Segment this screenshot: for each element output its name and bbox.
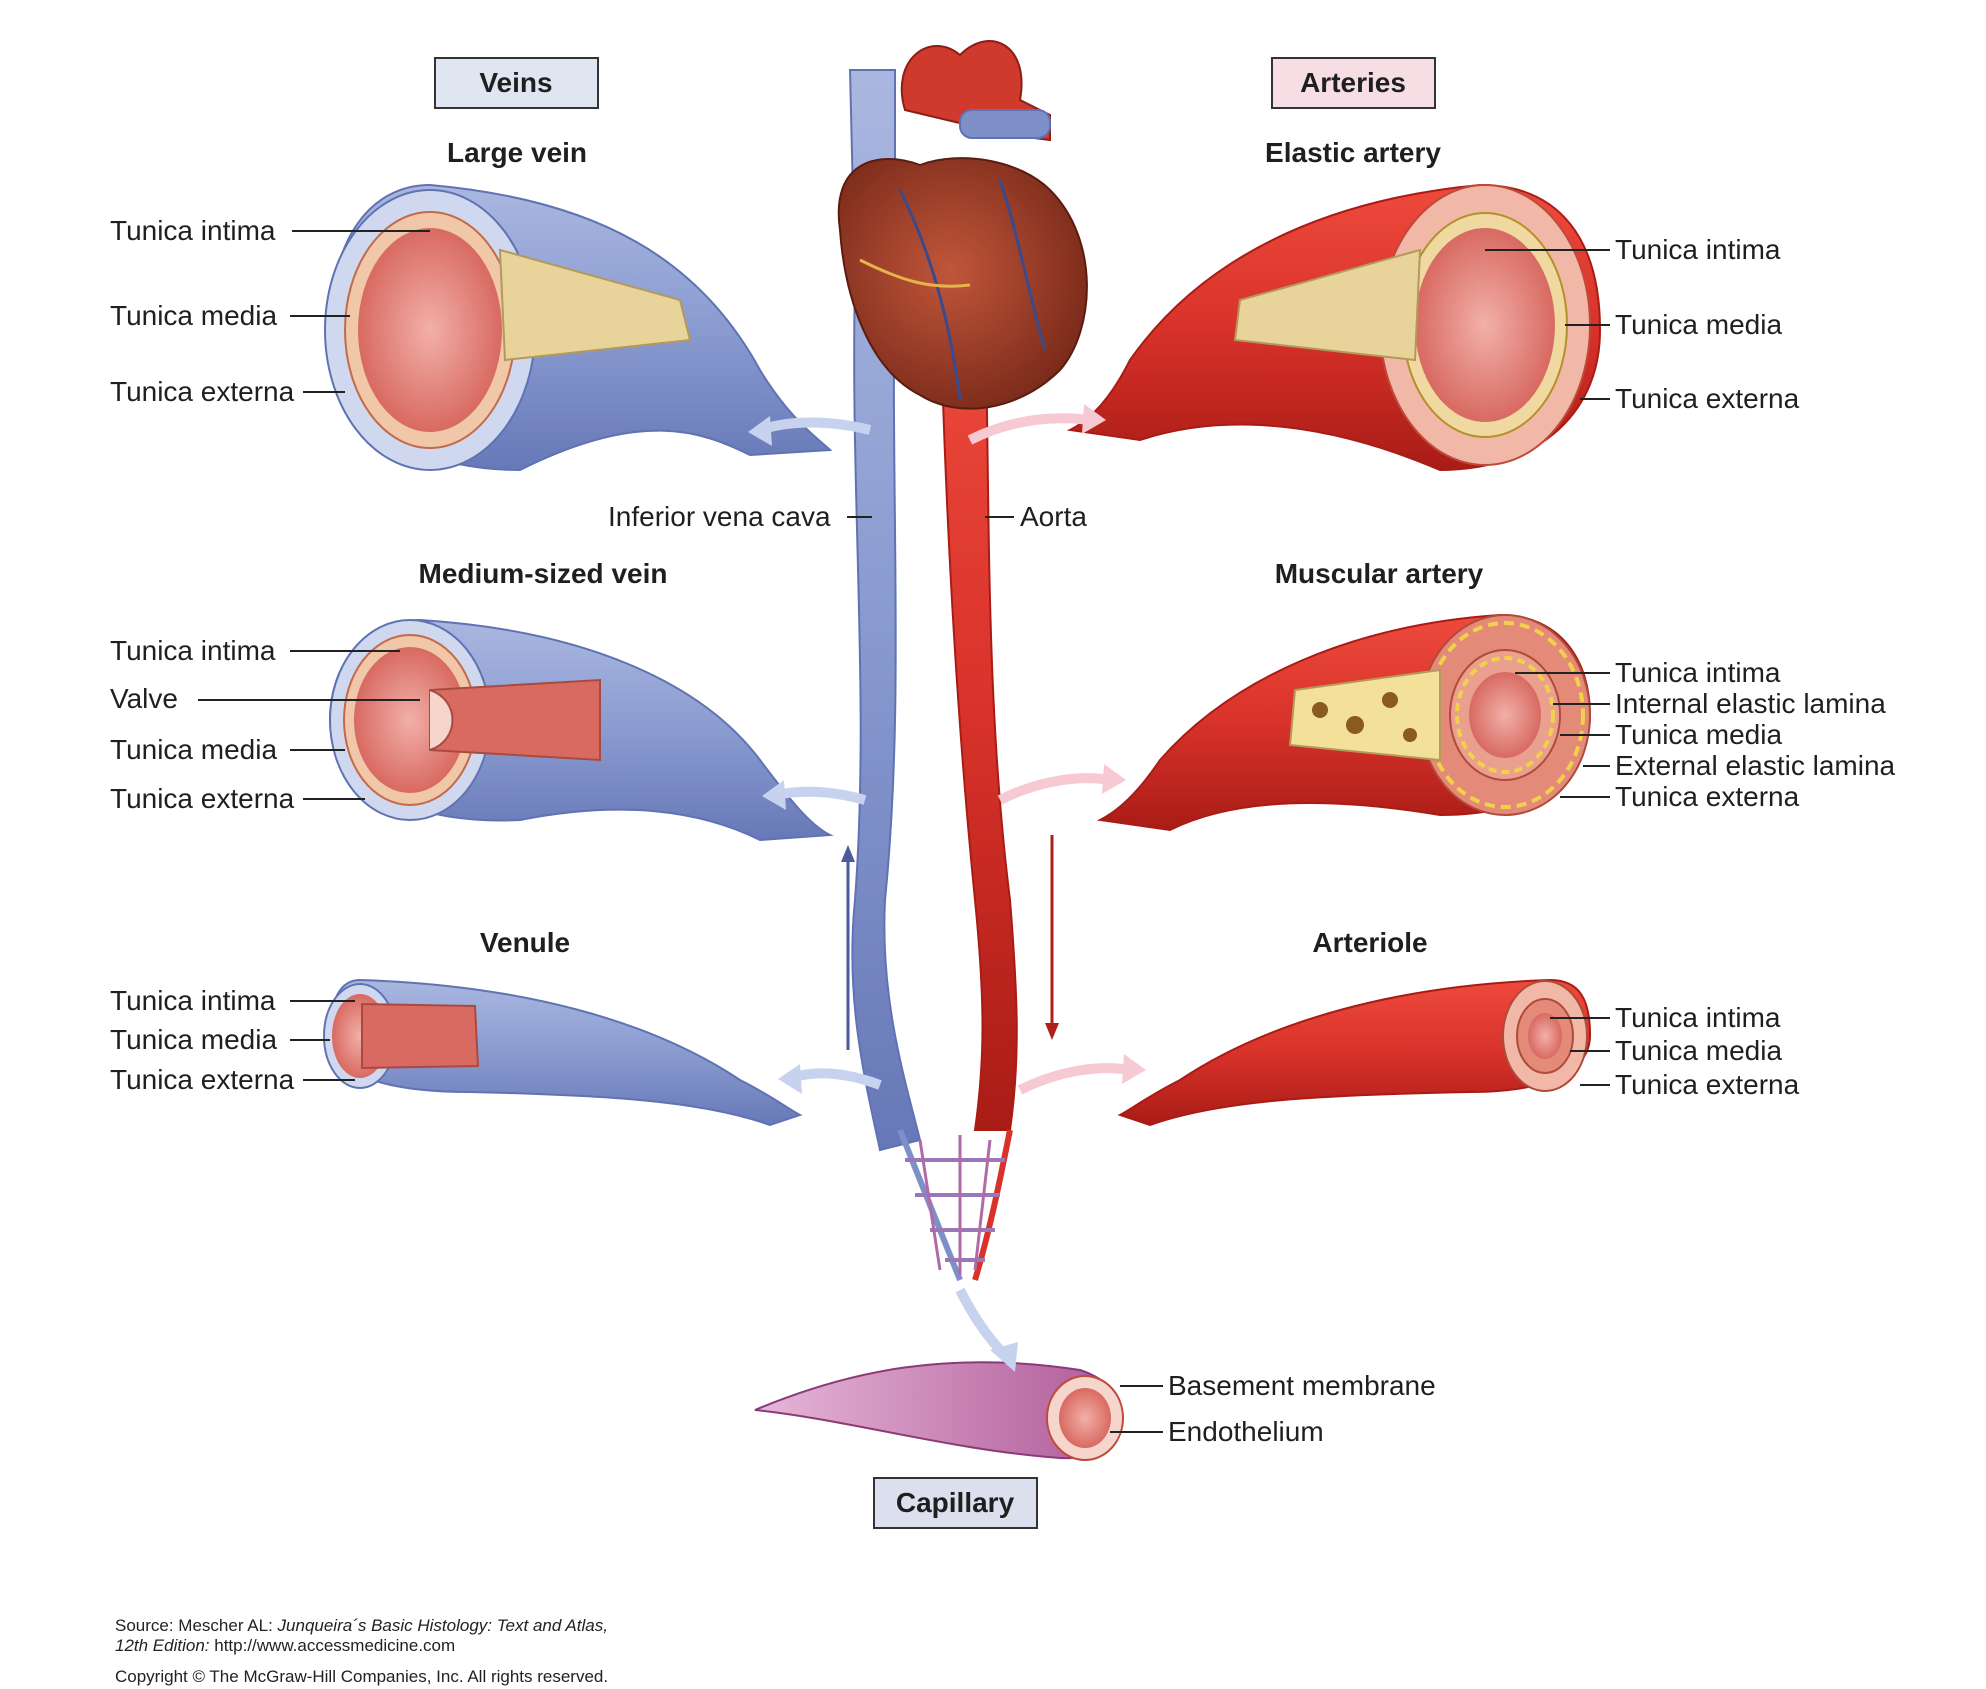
label-tunica-externa: Tunica externa — [110, 783, 295, 814]
venule-title: Venule — [480, 927, 570, 958]
capillary-labels: Basement membrane Endothelium — [1110, 1370, 1436, 1447]
label-tunica-media: Tunica media — [110, 300, 277, 331]
label-tunica-media: Tunica media — [110, 734, 277, 765]
arteriole-labels: Arteriole Tunica intima Tunica media Tun… — [1312, 927, 1799, 1100]
label-endothelium: Endothelium — [1168, 1416, 1324, 1447]
medium-vein-labels: Medium-sized vein Tunica intima Valve Tu… — [110, 558, 667, 814]
veins-header-text: Veins — [479, 67, 552, 98]
label-valve: Valve — [110, 683, 178, 714]
label-aorta: Aorta — [1020, 501, 1087, 532]
arteries-header: Arteries — [1271, 57, 1436, 109]
capillary-header-text: Capillary — [896, 1487, 1015, 1518]
medium-vein-illustration — [328, 618, 834, 842]
copyright-notice: Copyright © The McGraw-Hill Companies, I… — [115, 1667, 608, 1687]
muscular-artery-labels: Muscular artery Tunica intima Internal e… — [1275, 558, 1896, 812]
veins-header: Veins — [434, 57, 599, 109]
arteries-header-text: Arteries — [1300, 67, 1406, 98]
copyright-text: Copyright © The McGraw-Hill Companies, I… — [115, 1667, 609, 1686]
large-vein-title: Large vein — [447, 137, 587, 168]
label-tunica-externa: Tunica externa — [1615, 383, 1800, 414]
capillary-illustration — [754, 1361, 1124, 1461]
label-tunica-media: Tunica media — [110, 1024, 277, 1055]
source-book: Junqueira´s Basic Histology: Text and At… — [277, 1616, 608, 1635]
label-tunica-media: Tunica media — [1615, 1035, 1782, 1066]
source-edition: 12th Edition: — [115, 1636, 210, 1655]
capillary-network — [897, 1128, 1013, 1282]
label-tunica-intima: Tunica intima — [110, 635, 276, 666]
label-tunica-media: Tunica media — [1615, 309, 1782, 340]
label-tunica-media: Tunica media — [1615, 719, 1782, 750]
capillary-header: Capillary — [873, 1477, 1038, 1529]
label-basement-membrane: Basement membrane — [1168, 1370, 1436, 1401]
source-url: http://www.accessmedicine.com — [209, 1636, 456, 1655]
elastic-artery-labels: Elastic artery Tunica intima Tunica medi… — [1265, 137, 1800, 414]
label-external-elastic-lamina: External elastic lamina — [1615, 750, 1896, 781]
label-inferior-vena-cava: Inferior vena cava — [608, 501, 831, 532]
elastic-artery-illustration — [1066, 183, 1602, 472]
muscular-artery-illustration — [1096, 613, 1592, 832]
medium-vein-title: Medium-sized vein — [419, 558, 668, 589]
source-citation: Source: Mescher AL: Junqueira´s Basic Hi… — [115, 1616, 608, 1656]
muscular-artery-title: Muscular artery — [1275, 558, 1484, 589]
flow-connectors — [748, 404, 1146, 1372]
large-vein-illustration — [324, 183, 833, 472]
label-tunica-intima: Tunica intima — [1615, 234, 1781, 265]
label-tunica-externa: Tunica externa — [110, 1064, 295, 1095]
venule-labels: Venule Tunica intima Tunica media Tunica… — [110, 927, 570, 1095]
arteriole-illustration — [1117, 978, 1592, 1127]
heart-illustration — [837, 40, 1088, 410]
label-tunica-intima: Tunica intima — [110, 215, 276, 246]
label-internal-elastic-lamina: Internal elastic lamina — [1615, 688, 1886, 719]
large-vein-labels: Large vein Tunica intima Tunica media Tu… — [110, 137, 587, 407]
venule-illustration — [323, 978, 803, 1127]
elastic-artery-title: Elastic artery — [1265, 137, 1441, 168]
label-tunica-intima: Tunica intima — [1615, 657, 1781, 688]
label-tunica-intima: Tunica intima — [110, 985, 276, 1016]
source-prefix: Source: Mescher AL: — [115, 1616, 278, 1635]
arteriole-title: Arteriole — [1312, 927, 1427, 958]
label-tunica-externa: Tunica externa — [1615, 781, 1800, 812]
label-tunica-intima: Tunica intima — [1615, 1002, 1781, 1033]
label-tunica-externa: Tunica externa — [110, 376, 295, 407]
main-vessel-labels: Inferior vena cava Aorta — [608, 501, 1087, 532]
label-tunica-externa: Tunica externa — [1615, 1069, 1800, 1100]
